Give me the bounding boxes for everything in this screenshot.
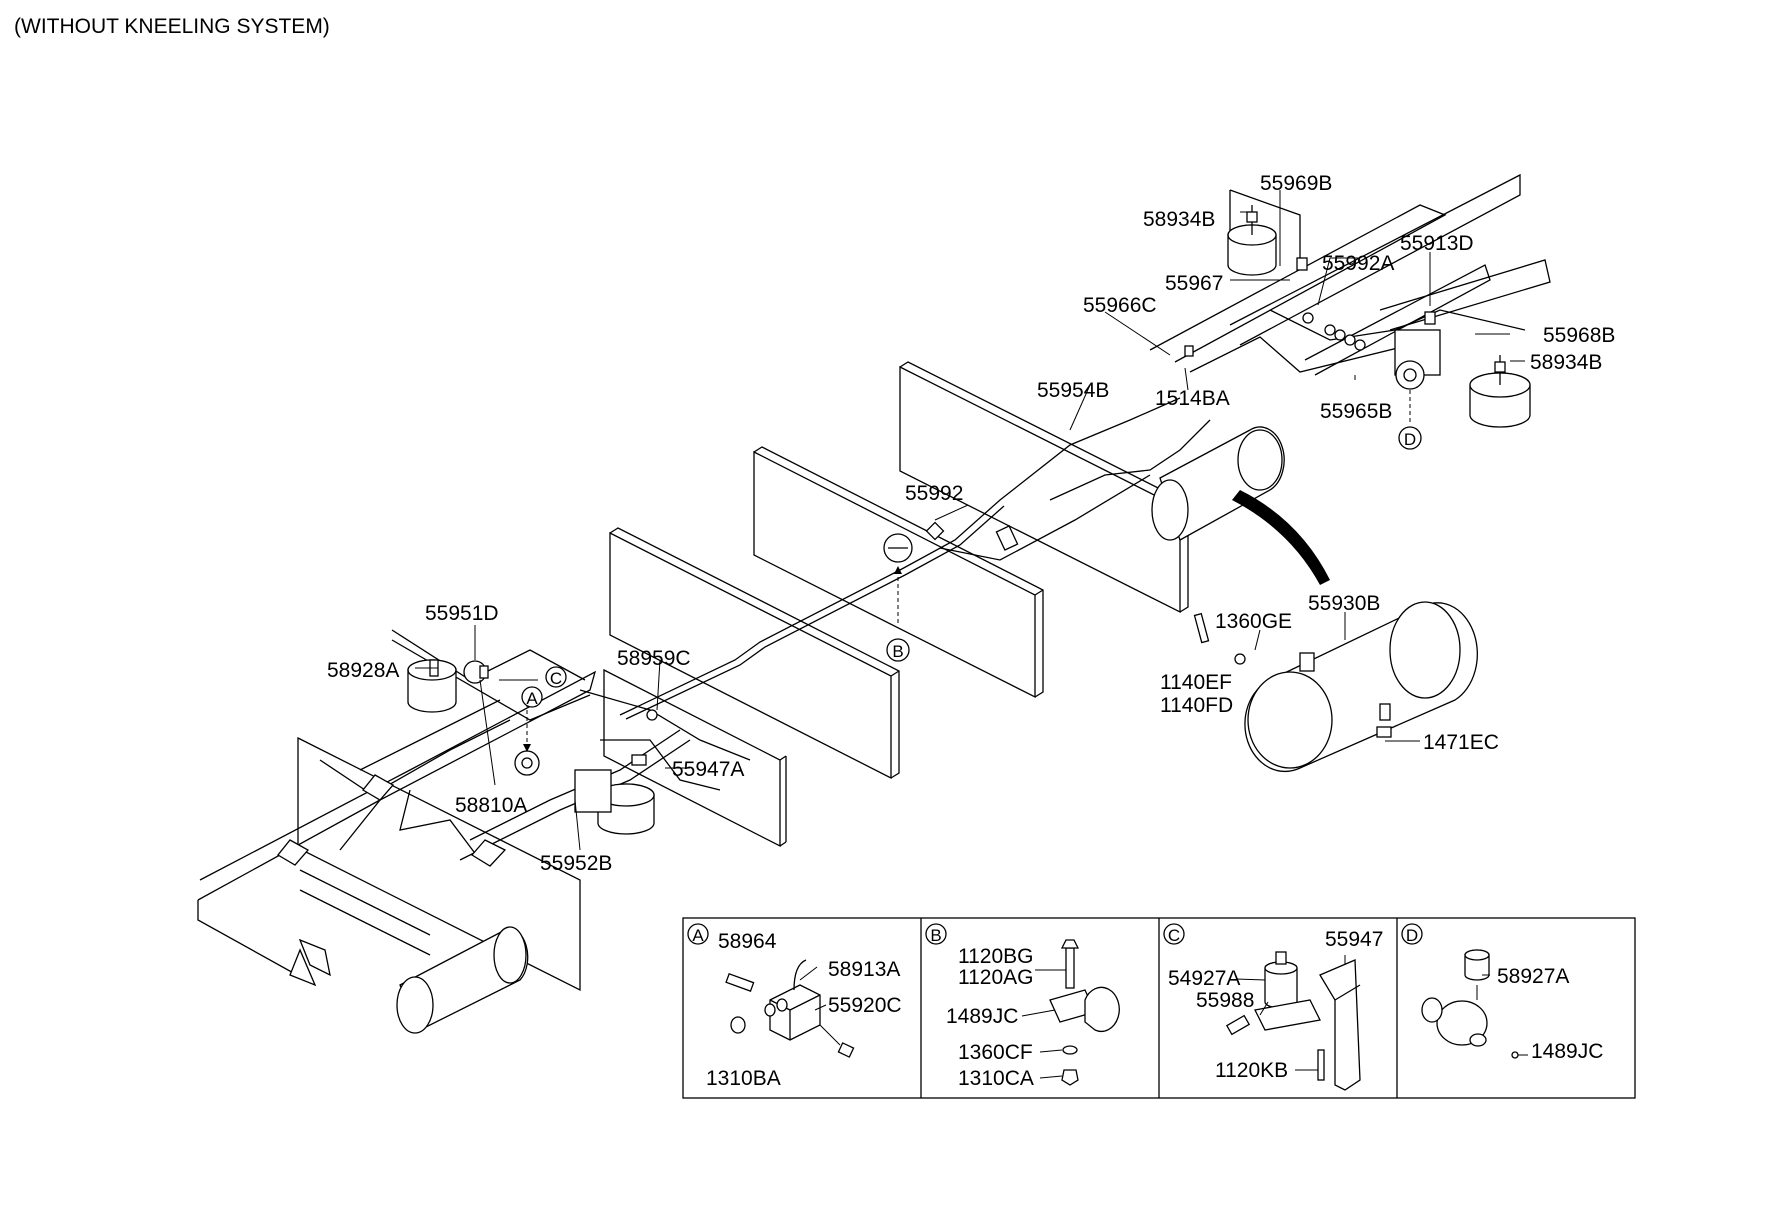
detail-a-label-2: 58913A — [828, 958, 900, 981]
callout-55992A: 55992A — [1322, 252, 1394, 275]
detail-d-marker: D — [1406, 926, 1418, 945]
marker-b-circle — [886, 638, 910, 662]
marker-b: B — [892, 642, 903, 661]
callout-58934B-top: 58934B — [1143, 208, 1215, 231]
air-line — [619, 397, 1181, 720]
detail-d-label-1: 58927A — [1497, 965, 1569, 988]
callout-55951D: 55951D — [425, 602, 499, 625]
callout-58959C: 58959C — [617, 647, 691, 670]
callout-1471EC: 1471EC — [1423, 731, 1499, 754]
diagram-title: (WITHOUT KNEELING SYSTEM) — [14, 15, 330, 38]
callout-55969B: 55969B — [1260, 172, 1332, 195]
detail-a-marker: A — [692, 926, 704, 945]
callout-58810A: 58810A — [455, 794, 527, 817]
callout-1514BA: 1514BA — [1155, 387, 1230, 410]
exploded-view-arrow — [1232, 490, 1330, 585]
marker-c-circle — [545, 666, 567, 688]
detail-a-label-4: 1310BA — [706, 1067, 781, 1090]
detail-d-label-2: 1489JC — [1531, 1040, 1603, 1063]
detail-b-marker: B — [930, 926, 941, 945]
panel-front-mid — [609, 527, 900, 780]
detail-b-label-1: 1120BG — [958, 945, 1034, 968]
callout-58934B-right: 58934B — [1530, 351, 1602, 374]
fitting-55992 — [925, 521, 945, 541]
detail-b-label-2: 1120AG — [958, 966, 1034, 989]
detail-b-label-5: 1310CA — [958, 1067, 1034, 1090]
callout-58928A: 58928A — [327, 659, 399, 682]
leader-lines — [415, 190, 1525, 851]
main-markers: A C B D — [521, 426, 1422, 708]
callout-1140FD: 1140FD — [1160, 694, 1233, 717]
detail-d: D 58927A 1489JC — [1401, 923, 1603, 1063]
marker-c: C — [550, 669, 562, 688]
marker-d: D — [1404, 430, 1416, 449]
callout-55966C: 55966C — [1083, 294, 1157, 317]
marker-a-circle — [521, 686, 543, 708]
air-tank-exploded — [1193, 601, 1478, 773]
detail-a-label-3: 55920C — [828, 994, 902, 1017]
callout-55968B: 55968B — [1543, 324, 1615, 347]
callouts: 55969B 58934B 55913D 55992A 55967 55966C… — [327, 172, 1615, 875]
air-tank-installed — [1151, 426, 1285, 541]
callout-55930B: 55930B — [1308, 592, 1380, 615]
detail-boxes: A 58964 58913A 55920C 1310BA B 1120BG 11… — [682, 917, 1636, 1099]
callout-55952B: 55952B — [540, 852, 612, 875]
callout-55947A: 55947A — [672, 758, 744, 781]
callout-55954B: 55954B — [1037, 379, 1109, 402]
detail-c-label-3: 55988 — [1196, 989, 1254, 1012]
detail-c: C 55947 54927A 55988 1120KB — [1163, 923, 1383, 1091]
detail-c-label-1: 55947 — [1325, 928, 1383, 951]
drain-plug — [1376, 726, 1392, 738]
front-frame-assembly — [197, 629, 751, 1034]
callout-55913D: 55913D — [1400, 232, 1474, 255]
detail-a: A 58964 58913A 55920C 1310BA — [687, 923, 902, 1090]
tank-washer — [1234, 653, 1246, 665]
rear-axle-assembly — [1049, 173, 1551, 501]
detail-b: B 1120BG 1120AG 1489JC 1360CF 1310CA — [925, 923, 1120, 1090]
detail-a-label-1: 58964 — [718, 930, 777, 953]
detail-c-label-4: 1120KB — [1215, 1059, 1288, 1082]
detail-c-label-2: 54927A — [1168, 967, 1240, 990]
detail-b-label-4: 1360CF — [958, 1041, 1033, 1064]
marker-d-circle — [1398, 426, 1422, 450]
fitting-valve — [995, 525, 1019, 551]
detail-c-marker: C — [1168, 926, 1180, 945]
callout-1360GE: 1360GE — [1215, 610, 1292, 633]
detail-b-label-3: 1489JC — [946, 1005, 1018, 1028]
callout-1140EF: 1140EF — [1160, 671, 1232, 694]
tank-bolt — [1193, 612, 1210, 644]
callout-55967: 55967 — [1165, 272, 1223, 295]
callout-55965B: 55965B — [1320, 400, 1392, 423]
marker-a: A — [526, 689, 538, 708]
callout-55992: 55992 — [905, 482, 963, 505]
